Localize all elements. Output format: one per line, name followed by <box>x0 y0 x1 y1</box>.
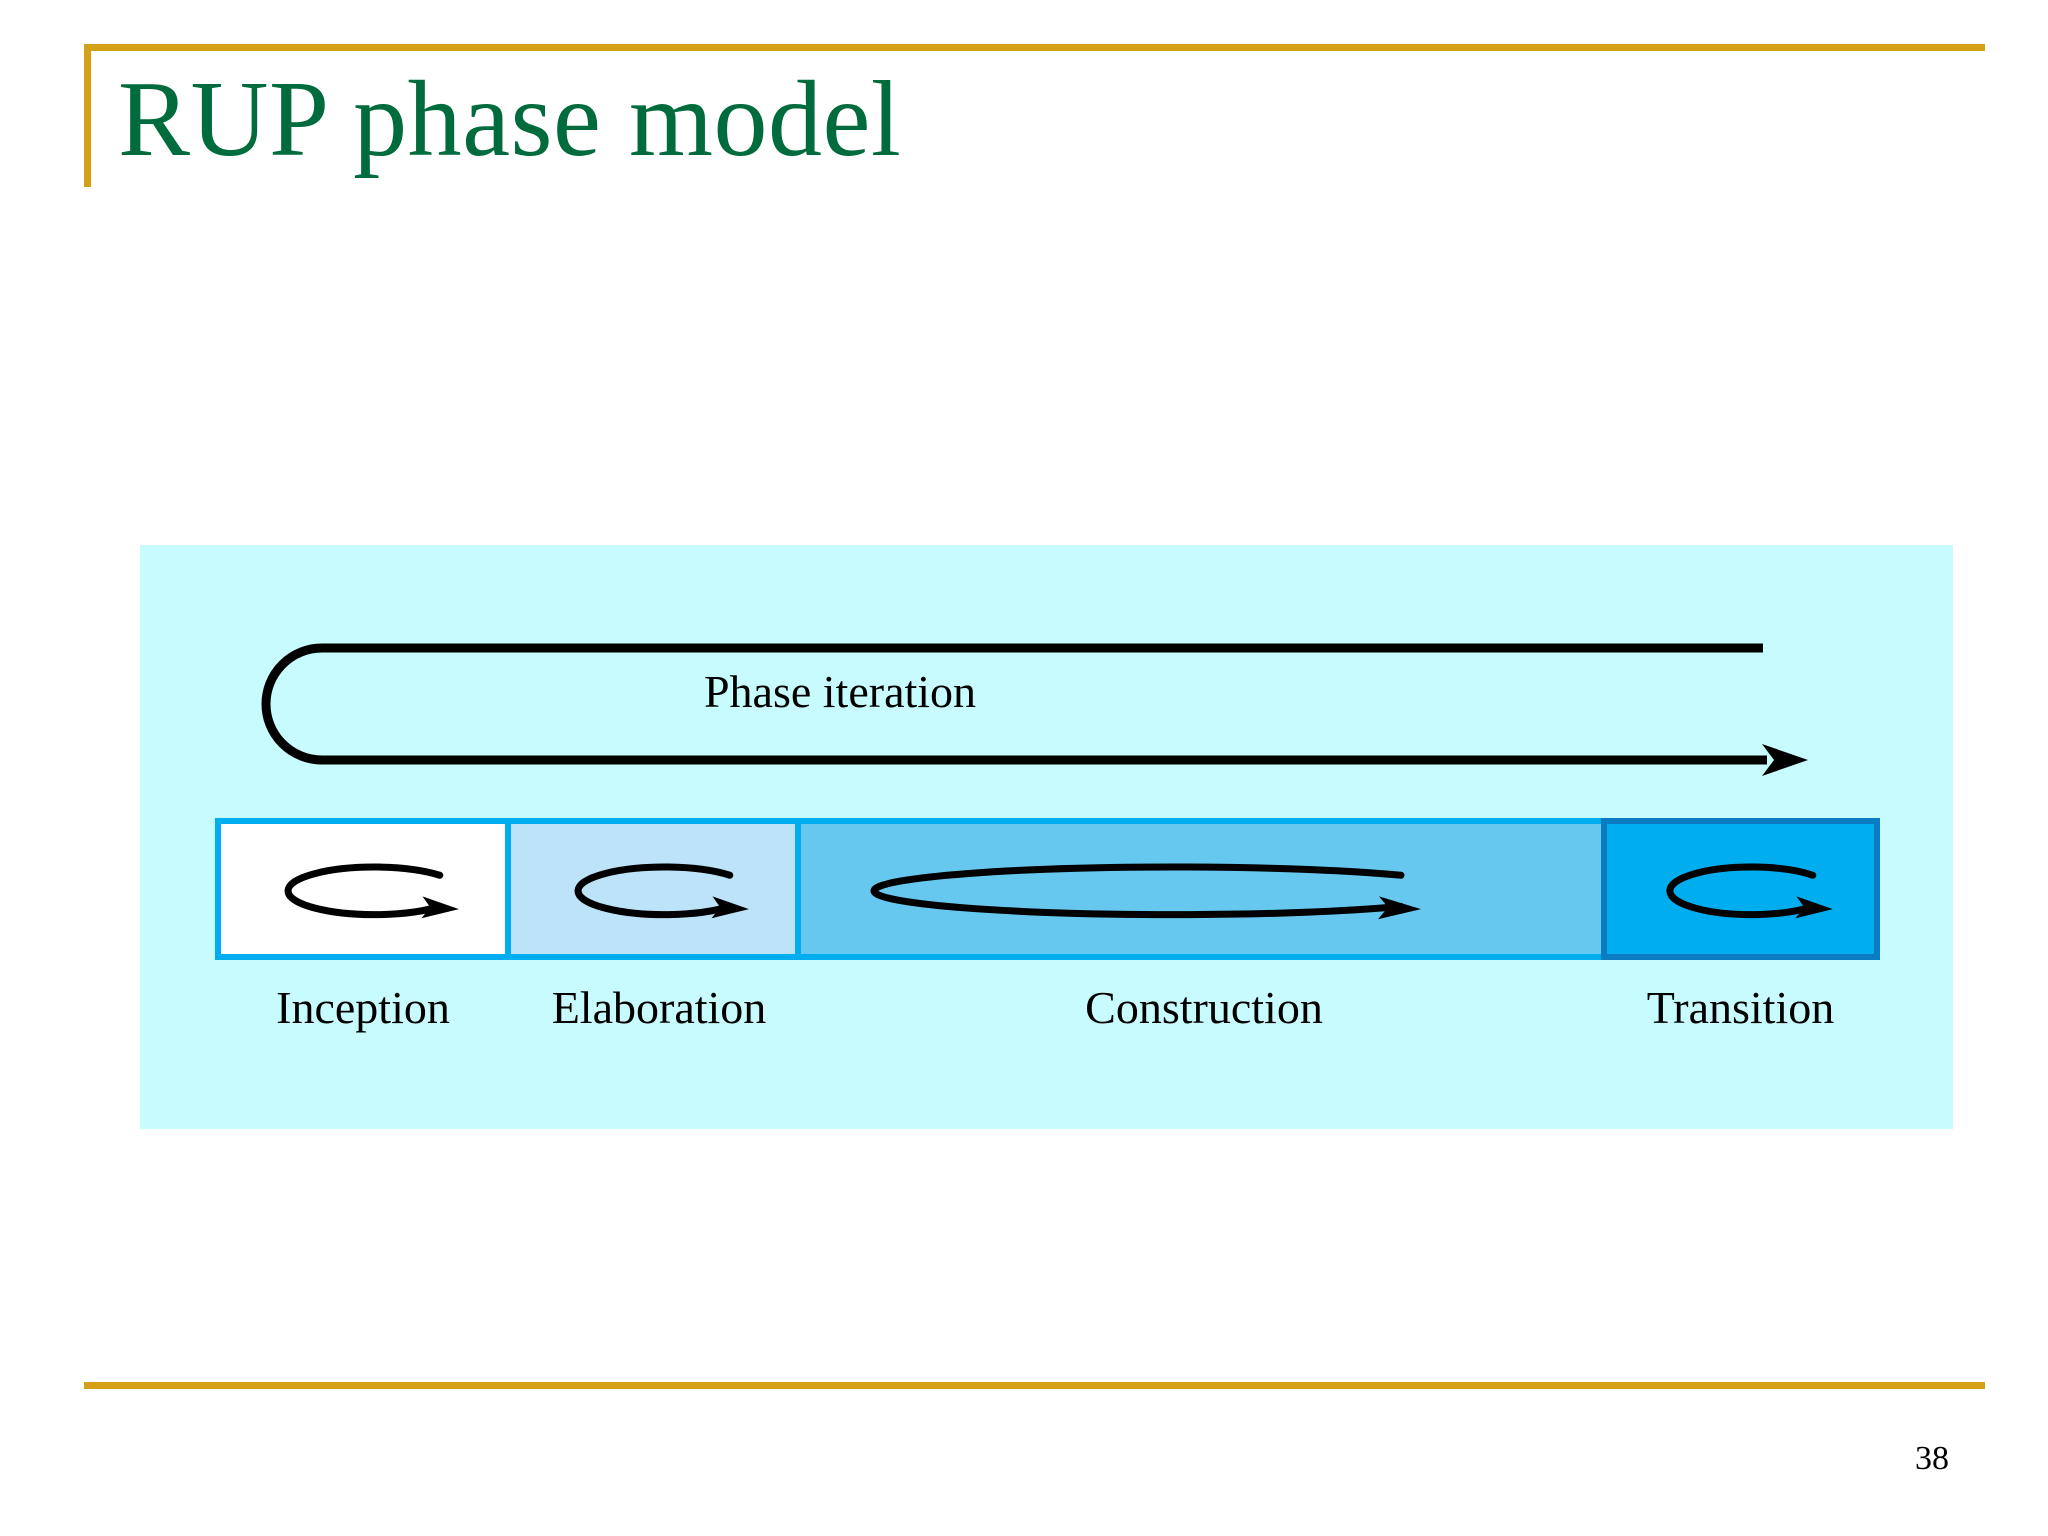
phase-iteration-label: Phase iteration <box>703 666 977 717</box>
iteration-loop-arrow-icon <box>511 824 749 919</box>
page-number: 38 <box>1915 1440 1949 1477</box>
left-accent-bar <box>84 44 91 187</box>
phase-cell-construction[interactable] <box>795 818 1607 960</box>
phase-bar <box>215 818 1880 960</box>
phase-label-construction: Construction <box>1085 982 1323 1033</box>
iteration-loop-arrow-icon <box>221 824 459 919</box>
phase-cell-inception[interactable] <box>215 818 511 960</box>
phase-label-row: Inception Elaboration Construction Trans… <box>215 973 1880 1043</box>
bottom-accent-rule <box>84 1382 1985 1389</box>
iteration-loop-arrow-icon <box>1607 824 1833 919</box>
top-accent-rule <box>84 44 1985 51</box>
phase-label-inception: Inception <box>276 982 450 1033</box>
phase-label-transition: Transition <box>1646 982 1835 1033</box>
phase-cell-transition[interactable] <box>1601 818 1880 960</box>
phase-label-elaboration: Elaboration <box>551 982 767 1033</box>
iteration-loop-arrow-icon <box>801 824 1421 920</box>
rup-phase-diagram: Phase iteration <box>140 545 1953 1129</box>
phase-iteration-loop-arrow-icon <box>261 643 1808 776</box>
page-title: RUP phase model <box>118 60 902 179</box>
phase-cell-elaboration[interactable] <box>505 818 801 960</box>
